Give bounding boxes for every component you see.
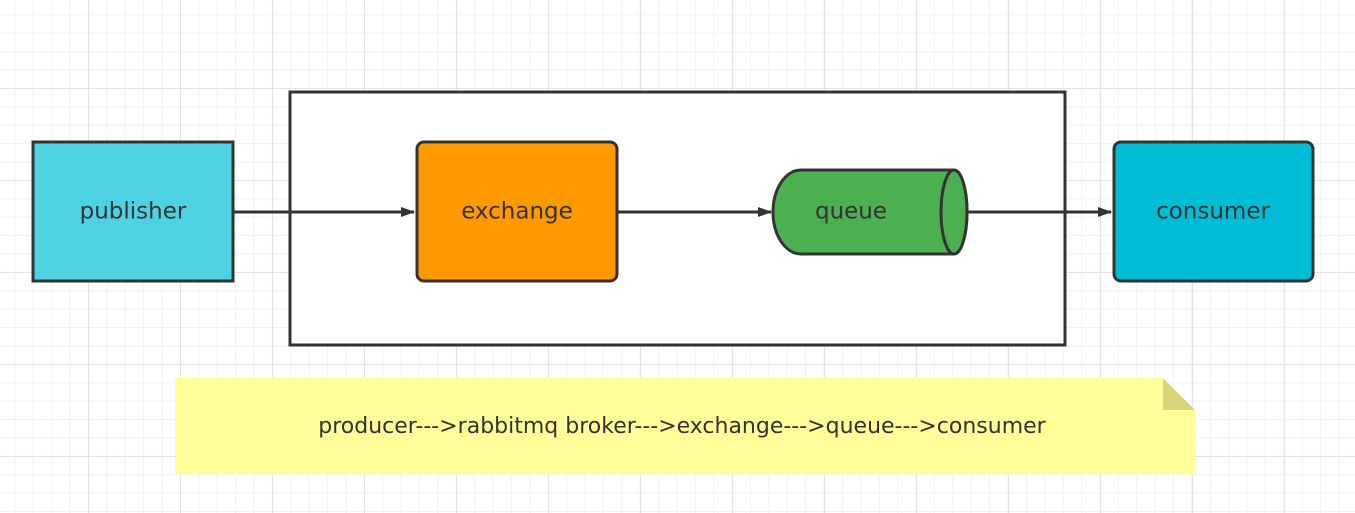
publisher-box [31, 140, 235, 283]
publisher-node: publisher [31, 140, 235, 283]
exchange-label: exchange [461, 199, 573, 225]
consumer-node: consumer [1112, 140, 1315, 283]
flow-note: producer--->rabbitmq broker--->exchange-… [175, 378, 1195, 474]
consumer-box [1112, 140, 1315, 283]
publisher-label: publisher [80, 199, 187, 225]
note-body [175, 378, 1195, 474]
queue-label: queue [815, 199, 887, 225]
queue-cylinder-end [939, 168, 969, 256]
note-text: producer--->rabbitmq broker--->exchange-… [318, 414, 1046, 439]
consumer-label: consumer [1156, 199, 1270, 225]
exchange-box [415, 140, 619, 283]
exchange-node: exchange [415, 140, 619, 283]
note-fold [1163, 378, 1195, 410]
queue-node: queue [771, 168, 969, 256]
